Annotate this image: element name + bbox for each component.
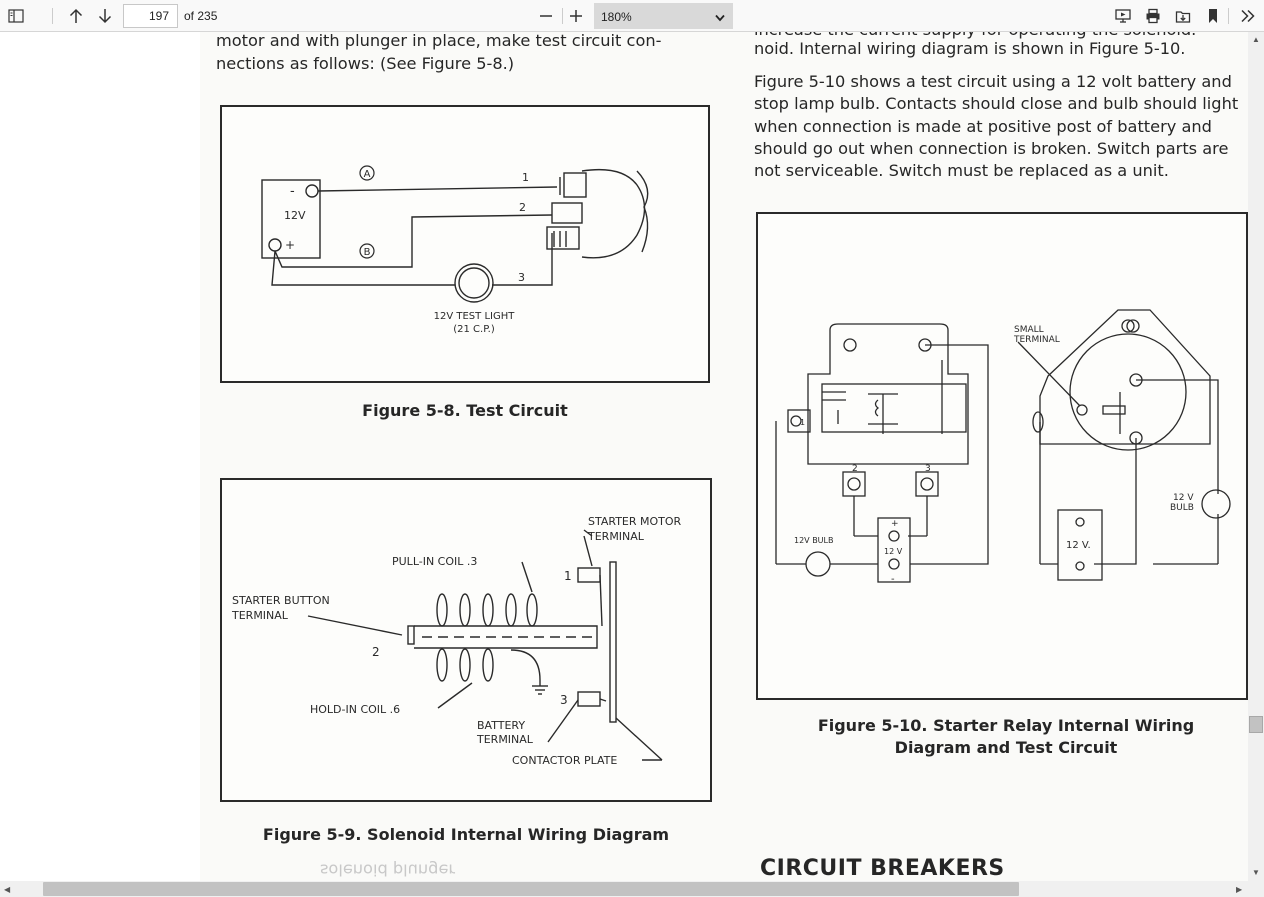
toolbar-separator: [1228, 8, 1229, 24]
next-page-icon[interactable]: [93, 4, 117, 28]
fig59-battery-terminal-1: BATTERY: [477, 719, 525, 732]
fig59-starter-button-2: TERMINAL: [231, 609, 289, 622]
bleed-through-text: solenoid plunger: [320, 860, 456, 880]
right-para-line-5: not serviceable. Switch must be replaced…: [754, 161, 1169, 180]
fig510-small-terminal-1: SMALL: [1014, 325, 1044, 335]
toolbar-separator: [562, 8, 563, 24]
figure-5-8-test-circuit: A B 12V - + 1 2 3 12V TEST LIGHT (21 C.P…: [220, 105, 710, 383]
fig59-contactor-plate: CONTACTOR PLATE: [512, 754, 617, 767]
fig59-terminal-1: 1: [564, 569, 572, 583]
scroll-left-arrow-icon[interactable]: ◀: [4, 885, 11, 894]
scanned-page: motor and with plunger in place, make te…: [200, 32, 1248, 881]
fig510-minus: -: [891, 574, 895, 585]
fig58-label-a: A: [364, 169, 371, 180]
save-download-icon[interactable]: [1171, 4, 1195, 28]
fig510-bulb-right-2: BULB: [1170, 503, 1194, 513]
fig510-battery-right: 12 V.: [1066, 540, 1091, 551]
fig58-test-light-label: 12V TEST LIGHT: [434, 311, 516, 322]
right-para-line-4: should go out when connection is broken.…: [754, 139, 1229, 158]
left-text-line-1: motor and with plunger in place, make te…: [216, 32, 662, 50]
fig510-small-terminal-2: TERMINAL: [1013, 335, 1060, 345]
scroll-up-arrow-icon[interactable]: ▲: [1252, 35, 1260, 44]
scrollbar-corner: [1248, 881, 1264, 897]
fig58-wire-2: 2: [519, 201, 526, 214]
fig59-starter-motor-terminal-2: TERMINAL: [587, 530, 645, 543]
fig510-terminal-2: 2: [852, 464, 858, 474]
scroll-down-arrow-icon[interactable]: ▼: [1252, 868, 1260, 877]
page-count-label: of 235: [184, 9, 218, 23]
previous-page-icon[interactable]: [64, 4, 88, 28]
presentation-mode-icon[interactable]: [1111, 4, 1135, 28]
figure-5-9-solenoid-wiring: STARTER MOTOR TERMINAL PULL-IN COIL .3 S…: [220, 478, 712, 802]
print-icon[interactable]: [1141, 4, 1165, 28]
fig58-battery-label: 12V: [284, 209, 306, 222]
fig59-pull-in-coil: PULL-IN COIL .3: [392, 555, 477, 568]
fig510-terminal-3: 3: [925, 464, 931, 474]
fig510-bulb-right-1: 12 V: [1173, 493, 1194, 503]
section-heading-circuit-breakers: CIRCUIT BREAKERS: [760, 856, 1005, 881]
zoom-select[interactable]: 180%: [594, 3, 733, 29]
bookmark-icon[interactable]: [1201, 4, 1225, 28]
sidebar-toggle-icon[interactable]: [4, 4, 28, 28]
fig59-terminal-3: 3: [560, 693, 568, 707]
zoom-in-icon[interactable]: [564, 4, 588, 28]
figure-5-10-caption-line-1: Figure 5-10. Starter Relay Internal Wiri…: [817, 716, 1195, 735]
pdf-toolbar: 197 of 235 180%: [0, 0, 1264, 32]
fig59-hold-in-coil: HOLD-IN COIL .6: [310, 703, 400, 716]
vertical-scrollbar[interactable]: [1248, 32, 1264, 881]
scroll-right-arrow-icon[interactable]: ▶: [1236, 885, 1243, 894]
fig58-wire-1: 1: [522, 171, 529, 184]
fig58-minus: -: [290, 184, 295, 199]
fig59-starter-motor-terminal-1: STARTER MOTOR: [588, 515, 682, 528]
right-para-line-1: Figure 5-10 shows a test circuit using a…: [754, 72, 1232, 91]
figure-5-9-caption: Figure 5-9. Solenoid Internal Wiring Dia…: [262, 825, 670, 844]
right-para-line-3: when connection is made at positive post…: [754, 117, 1212, 136]
fig59-terminal-2: 2: [372, 645, 380, 659]
figure-5-10-caption-line-2: Diagram and Test Circuit: [894, 738, 1118, 757]
zoom-out-icon[interactable]: [534, 4, 558, 28]
fig510-battery-left: 12 V: [884, 547, 903, 556]
vertical-scroll-thumb[interactable]: [1249, 716, 1263, 733]
fig58-wire-3: 3: [518, 271, 525, 284]
right-para-line-2: stop lamp bulb. Contacts should close an…: [754, 94, 1239, 113]
fig58-plus: +: [285, 238, 295, 252]
chevron-down-icon: [715, 11, 725, 25]
right-text-line-1: noid. Internal wiring diagram is shown i…: [754, 39, 1186, 58]
fig510-plus: +: [891, 519, 899, 529]
left-text-line-2: nections as follows: (See Figure 5-8.): [216, 54, 515, 73]
fig510-bulb-left: 12V BULB: [794, 536, 833, 545]
fig510-terminal-1: 1: [800, 418, 805, 427]
figure-5-10-starter-relay: SMALL TERMINAL 12V BULB 12 V BULB 12 V 1…: [756, 212, 1248, 700]
right-text-cut-line: increase the current supply for operatin…: [754, 32, 1196, 42]
page-number-input[interactable]: 197: [123, 4, 178, 28]
figure-5-8-caption: Figure 5-8. Test Circuit: [362, 401, 568, 420]
toolbar-separator: [52, 8, 53, 24]
fig58-test-light-cp: (21 C.P.): [453, 324, 495, 335]
fig58-label-b: B: [364, 247, 371, 258]
horizontal-scroll-thumb[interactable]: [43, 882, 1019, 896]
more-tools-icon[interactable]: [1236, 4, 1260, 28]
document-viewport: motor and with plunger in place, make te…: [0, 32, 1248, 881]
zoom-value: 180%: [601, 10, 632, 24]
fig59-battery-terminal-2: TERMINAL: [476, 733, 534, 746]
fig59-starter-button-1: STARTER BUTTON: [232, 594, 330, 607]
